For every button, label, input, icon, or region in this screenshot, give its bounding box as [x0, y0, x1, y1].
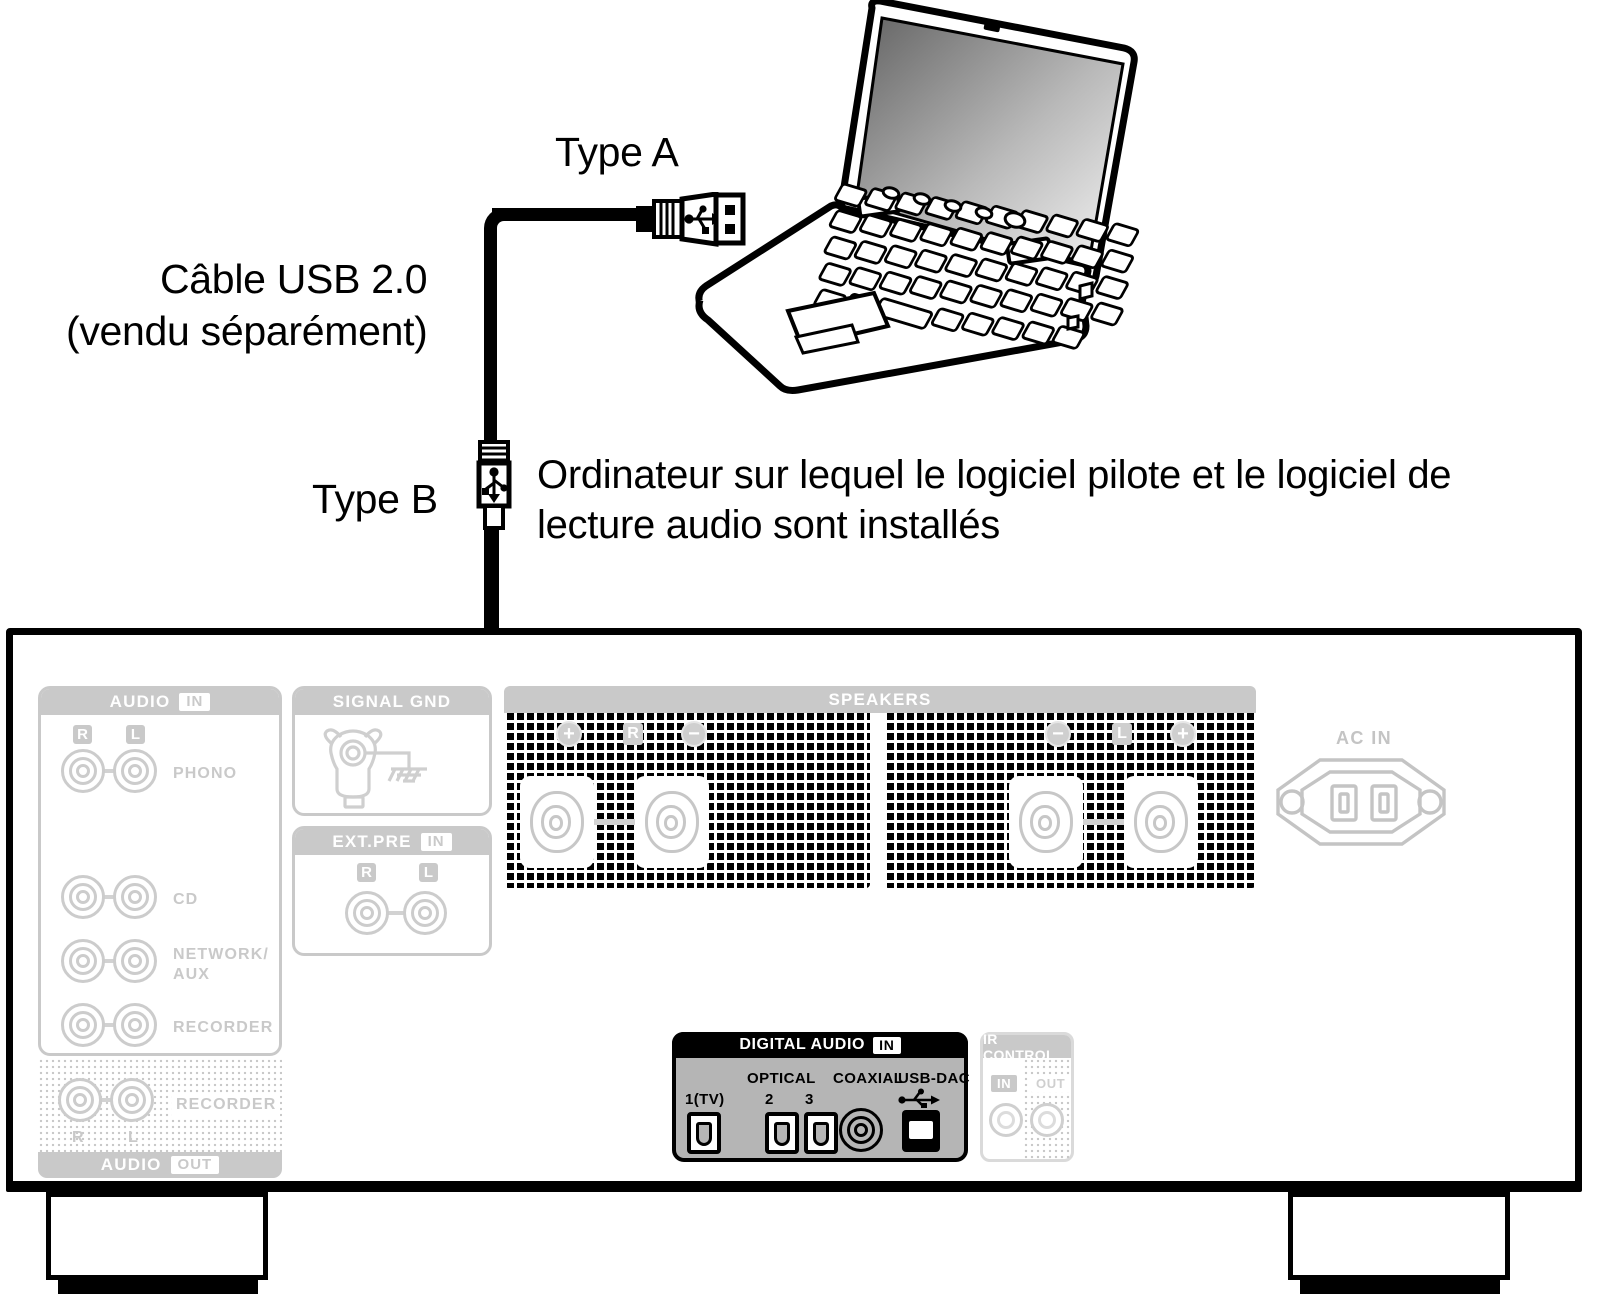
signal-gnd-panel: SIGNAL GND	[292, 686, 492, 816]
signal-gnd-header: SIGNAL GND	[295, 689, 489, 715]
usb-trident-icon	[898, 1088, 940, 1108]
recorder-in-jack-l[interactable]	[113, 1003, 157, 1047]
network-aux-jack-l[interactable]	[113, 939, 157, 983]
phono-jack-l[interactable]	[113, 749, 157, 793]
optical-port-1[interactable]	[687, 1112, 721, 1154]
ir-out-badge: OUT	[1030, 1075, 1072, 1092]
computer-label-line2: lecture audio sont installés	[537, 503, 1000, 547]
speaker-post-r-minus[interactable]: −	[681, 721, 707, 747]
optical-group-label: OPTICAL	[747, 1070, 816, 1087]
laptop-computer-icon	[695, 0, 1140, 394]
amplifier-bottom-edge	[6, 1182, 1582, 1192]
optical-3-label: 3	[805, 1091, 814, 1108]
optical-2-label: 2	[765, 1091, 774, 1108]
ext-pre-jack-r[interactable]	[345, 891, 389, 935]
ext-pre-jack-l[interactable]	[403, 891, 447, 935]
usb-dac-label: USB-DAC	[898, 1070, 970, 1087]
ir-control-header: IR CONTROL	[983, 1031, 1071, 1063]
speaker-binding-bar-r	[592, 819, 638, 825]
digital-audio-in-panel: DIGITAL AUDIO IN OPTICAL 1(TV) 2 3 COAXI…	[672, 1032, 970, 1162]
amplifier-foot-right-base	[1300, 1278, 1500, 1294]
recorder-in-label: RECORDER	[173, 1019, 274, 1036]
ac-in-inlet[interactable]	[1272, 756, 1450, 848]
cable-label-line1: Câble USB 2.0	[160, 256, 428, 302]
ext-pre-header: EXT.PRE IN	[295, 829, 489, 855]
digital-audio-in-header-badge: IN	[873, 1036, 901, 1054]
network-aux-jack-r[interactable]	[61, 939, 105, 983]
ext-pre-jack-bar	[377, 911, 425, 915]
amplifier-foot-left-base	[58, 1278, 258, 1294]
audio-out-channel-l: L	[128, 1129, 139, 1146]
speaker-label-r: R	[623, 723, 643, 745]
audio-out-header-label: AUDIO	[100, 1155, 162, 1174]
speaker-post-r-plus[interactable]: +	[556, 721, 582, 747]
speaker-label-l: L	[1112, 723, 1132, 745]
audio-in-channel-l: L	[126, 725, 145, 744]
audio-in-header-label: AUDIO	[109, 692, 171, 711]
cd-label: CD	[173, 891, 199, 908]
ir-in-badge: IN	[991, 1075, 1018, 1092]
ir-out-jack[interactable]	[1030, 1103, 1064, 1137]
speakers-panel: SPEAKERS + R − − L +	[504, 686, 1256, 888]
phono-jack-r[interactable]	[61, 749, 105, 793]
ext-pre-header-badge: IN	[420, 833, 452, 851]
audio-out-channel-r: R	[72, 1129, 85, 1146]
ext-pre-header-label: EXT.PRE	[332, 832, 412, 851]
optical-port-3[interactable]	[804, 1112, 838, 1154]
network-aux-label: NETWORK/ AUX	[173, 946, 269, 983]
computer-label-line1: Ordinateur sur lequel le logiciel pilote…	[537, 453, 1452, 497]
recorder-in-jack-r[interactable]	[61, 1003, 105, 1047]
ac-in-label: AC IN	[1336, 728, 1392, 748]
amplifier-foot-right	[1288, 1192, 1510, 1280]
usb-cable-upper-vertical	[484, 228, 497, 446]
speakers-header-label: SPEAKERS	[828, 689, 932, 709]
type-a-label: Type A	[555, 129, 679, 175]
speaker-post-l-plus[interactable]: +	[1170, 721, 1196, 747]
audio-in-header-badge: IN	[179, 693, 211, 711]
usb-cable-top-segment	[492, 208, 642, 221]
audio-out-header: AUDIO OUT	[38, 1152, 282, 1178]
usb-type-a-connector-icon	[636, 191, 746, 247]
speaker-binding-post-l-minus[interactable]	[1009, 776, 1083, 868]
digital-audio-in-header: DIGITAL AUDIO IN	[672, 1032, 968, 1058]
laptop-computer	[676, 0, 1156, 421]
signal-ground-icon	[323, 728, 427, 809]
cd-jack-l[interactable]	[113, 875, 157, 919]
usb-type-b-connector-icon	[476, 440, 512, 530]
speaker-post-l-minus[interactable]: −	[1045, 721, 1071, 747]
digital-audio-in-header-label: DIGITAL AUDIO	[739, 1036, 866, 1053]
optical-port-2[interactable]	[765, 1112, 799, 1154]
usb-type-a-connector	[636, 191, 748, 257]
recorder-out-label: RECORDER	[172, 1093, 281, 1117]
audio-in-header: AUDIO IN	[41, 689, 279, 715]
audio-in-channel-r: R	[73, 725, 92, 744]
signal-gnd-header-label: SIGNAL GND	[332, 692, 452, 711]
audio-in-panel: AUDIO IN R L PHONO CD NETWORK/ AUX RECOR…	[38, 686, 282, 1056]
coaxial-label: COAXIAL	[833, 1070, 904, 1087]
audio-out-header-badge: OUT	[170, 1156, 220, 1174]
cable-label-line2: (vendu séparément)	[66, 308, 428, 354]
usb-dac-port[interactable]	[902, 1110, 940, 1152]
ir-control-panel: IR CONTROL IN OUT	[980, 1031, 1074, 1162]
speaker-binding-bar-l	[1081, 819, 1127, 825]
phono-label: PHONO	[173, 765, 238, 782]
speaker-binding-post-r-plus[interactable]	[520, 776, 594, 868]
ext-pre-channel-r: R	[357, 863, 376, 882]
type-b-label: Type B	[312, 476, 438, 522]
audio-out-panel: RECORDER R L	[38, 1058, 282, 1154]
usb-type-b-connector	[466, 436, 522, 541]
speaker-binding-post-r-minus[interactable]	[635, 776, 709, 868]
ext-pre-channel-l: L	[419, 863, 438, 882]
amplifier-foot-left	[46, 1192, 268, 1280]
recorder-out-jack-r[interactable]	[58, 1078, 102, 1122]
speaker-binding-post-l-plus[interactable]	[1124, 776, 1198, 868]
coaxial-port[interactable]	[839, 1108, 883, 1152]
recorder-out-jack-l[interactable]	[110, 1078, 154, 1122]
optical-1-label: 1(TV)	[685, 1091, 725, 1108]
cd-jack-r[interactable]	[61, 875, 105, 919]
ir-in-jack[interactable]	[989, 1103, 1023, 1137]
speakers-header: SPEAKERS	[504, 686, 1256, 713]
ext-pre-panel: EXT.PRE IN R L	[292, 826, 492, 956]
